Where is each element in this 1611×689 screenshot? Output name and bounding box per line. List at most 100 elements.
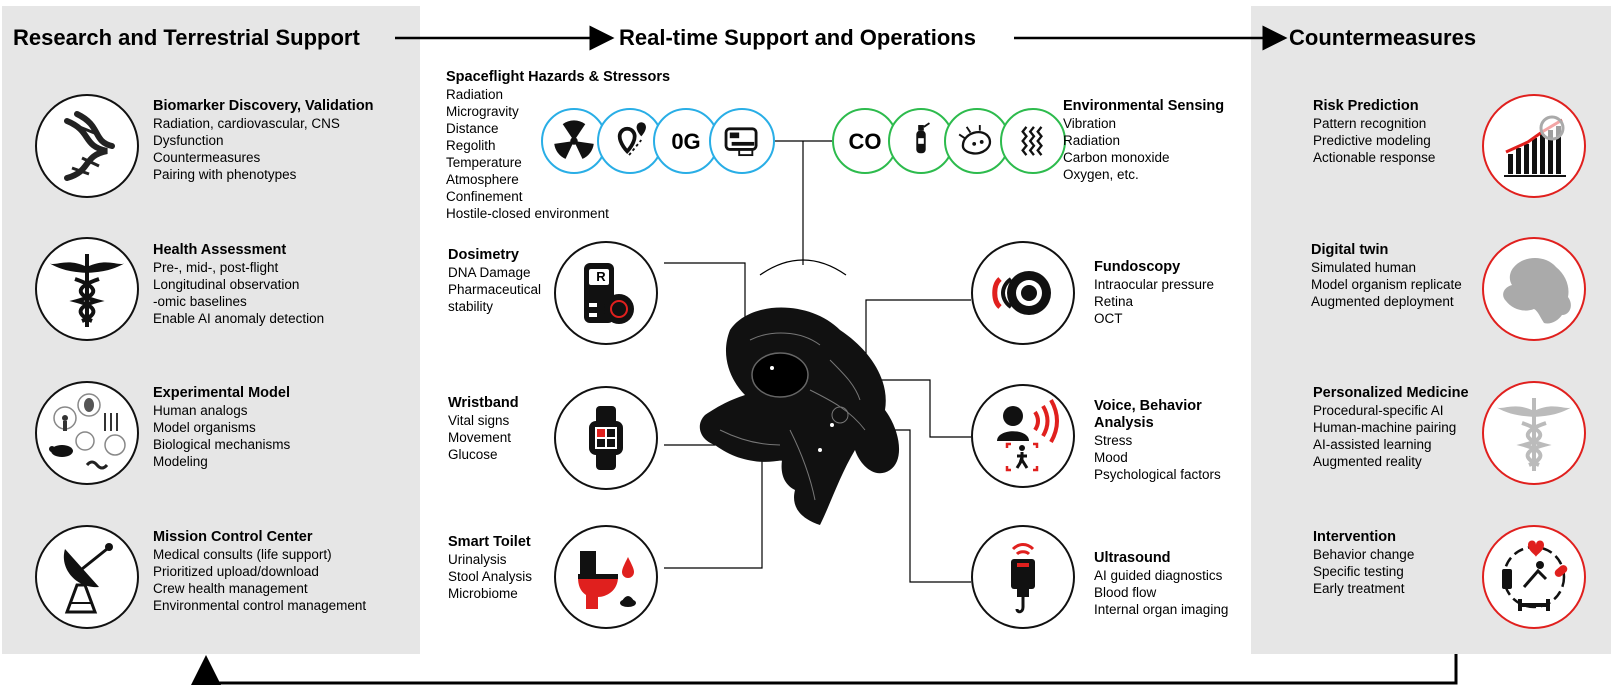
experimental-model-block: Experimental Model Human analogs Model o… xyxy=(153,385,290,470)
health-line-1: Pre-, mid-, post-flight xyxy=(153,260,279,275)
health-line-2: Longitudinal observation xyxy=(153,277,300,292)
eye-icon xyxy=(971,241,1075,345)
hazard-line-4: Regolith xyxy=(446,138,496,153)
fundoscopy-block: Fundoscopy Intraocular pressure Retina O… xyxy=(1094,259,1214,327)
fundoscopy-line-2: Retina xyxy=(1094,294,1134,309)
hazard-line-7: Confinement xyxy=(446,189,523,204)
radiation-icon xyxy=(541,108,607,174)
fundoscopy-line-1: Intraocular pressure xyxy=(1094,277,1215,292)
experimental-model-title: Experimental Model xyxy=(153,385,290,401)
dosimetry-title: Dosimetry xyxy=(448,247,519,263)
voice-behavior-title-2: Analysis xyxy=(1094,415,1154,431)
twin-line-2: Model organism replicate xyxy=(1311,277,1462,292)
biomarker-title: Biomarker Discovery, Validation xyxy=(153,98,374,114)
wristband-line-1: Vital signs xyxy=(448,413,510,428)
toilet-line-3: Microbiome xyxy=(448,586,518,601)
experimental-line-2: Model organisms xyxy=(153,420,256,435)
hazard-line-5: Temperature xyxy=(446,155,522,170)
microgravity-label: 0G xyxy=(671,129,701,154)
biomarker-line-3: Countermeasures xyxy=(153,150,261,165)
header-research: Research and Terrestrial Support xyxy=(13,25,360,50)
ultrasound-title: Ultrasound xyxy=(1094,550,1171,566)
habitat-icon xyxy=(709,108,775,174)
wristband-block: Wristband Vital signs Movement Glucose xyxy=(448,395,519,463)
voice-behavior-title: Voice, Behavior xyxy=(1094,398,1202,414)
health-line-4: Enable AI anomaly detection xyxy=(153,311,325,326)
experimental-line-4: Modeling xyxy=(153,454,208,469)
personalized-line-3: AI-assisted learning xyxy=(1313,437,1432,452)
organisms-icon xyxy=(35,381,139,485)
digital-twin-icon xyxy=(1482,237,1586,341)
caduceus-icon xyxy=(1482,381,1586,485)
experimental-line-1: Human analogs xyxy=(153,403,248,418)
biomarker-line-1: Radiation, cardiovascular, CNS xyxy=(153,116,340,131)
voice-behavior-block: Voice, Behavior Analysis Stress Mood Psy… xyxy=(1094,398,1221,483)
ultrasound-block: Ultrasound AI guided diagnostics Blood f… xyxy=(1094,550,1228,618)
fundoscopy-title: Fundoscopy xyxy=(1094,259,1181,275)
toilet-line-2: Stool Analysis xyxy=(448,569,533,584)
fundoscopy-line-3: OCT xyxy=(1094,311,1123,326)
mission-line-3: Crew health management xyxy=(153,581,308,596)
biomarker-block: Biomarker Discovery, Validation Radiatio… xyxy=(153,98,374,183)
hazard-line-2: Microgravity xyxy=(446,104,519,119)
risk-line-2: Predictive modeling xyxy=(1313,133,1431,148)
env-line-4: Oxygen, etc. xyxy=(1063,167,1139,182)
twin-line-3: Augmented deployment xyxy=(1311,294,1454,309)
intervention-line-3: Early treatment xyxy=(1313,581,1405,596)
vibration-icon xyxy=(1000,108,1066,174)
smart-toilet-title: Smart Toilet xyxy=(448,534,531,550)
env-line-1: Vibration xyxy=(1063,116,1117,131)
header-realtime: Real-time Support and Operations xyxy=(619,25,976,50)
voice-line-3: Psychological factors xyxy=(1094,467,1221,482)
satellite-dish-icon xyxy=(35,525,139,629)
dosimeter-badge: R xyxy=(596,269,606,284)
ultrasound-probe-icon xyxy=(971,525,1075,629)
hazard-line-6: Atmosphere xyxy=(446,172,519,187)
toilet-icon xyxy=(554,525,658,629)
health-assessment-title: Health Assessment xyxy=(153,242,287,258)
biomarker-line-4: Pairing with phenotypes xyxy=(153,167,297,182)
dna-icon xyxy=(35,94,139,198)
mission-line-4: Environmental control management xyxy=(153,598,367,613)
feedback-arrow xyxy=(191,654,1458,685)
risk-prediction-block: Risk Prediction Pattern recognition Pred… xyxy=(1313,98,1435,166)
mission-control-title: Mission Control Center xyxy=(153,529,313,545)
risk-chart-icon xyxy=(1482,94,1586,198)
digital-twin-title: Digital twin xyxy=(1311,242,1389,258)
hazard-line-3: Distance xyxy=(446,121,499,136)
intervention-icon xyxy=(1482,525,1586,629)
mission-line-2: Prioritized upload/download xyxy=(153,564,319,579)
distance-pin-icon xyxy=(597,108,663,174)
hazards-title: Spaceflight Hazards & Stressors xyxy=(446,69,671,85)
dosimetry-line-1: DNA Damage xyxy=(448,265,531,280)
personalized-line-2: Human-machine pairing xyxy=(1313,420,1457,435)
smart-toilet-block: Smart Toilet Urinalysis Stool Analysis M… xyxy=(448,534,532,602)
wristband-icon xyxy=(554,386,658,490)
personalized-line-1: Procedural-specific AI xyxy=(1313,403,1444,418)
wristband-line-2: Movement xyxy=(448,430,512,445)
caduceus-icon xyxy=(35,237,139,341)
ultrasound-line-3: Internal organ imaging xyxy=(1094,602,1229,617)
dosimetry-line-3: stability xyxy=(448,299,494,314)
wristband-title: Wristband xyxy=(448,395,519,411)
microgravity-icon: 0G xyxy=(653,108,719,174)
microbe-icon xyxy=(944,108,1010,174)
voice-line-2: Mood xyxy=(1094,450,1128,465)
intervention-line-2: Specific testing xyxy=(1313,564,1404,579)
dosimetry-block: Dosimetry DNA Damage Pharmaceutical stab… xyxy=(448,247,541,315)
risk-prediction-title: Risk Prediction xyxy=(1313,98,1419,114)
mission-control-block: Mission Control Center Medical consults … xyxy=(153,529,366,614)
risk-line-3: Actionable response xyxy=(1313,150,1436,165)
intervention-line-1: Behavior change xyxy=(1313,547,1415,562)
carbon-monoxide-icon: CO xyxy=(832,108,898,174)
voice-behavior-icon xyxy=(971,384,1075,488)
personalized-medicine-block: Personalized Medicine Procedural-specifi… xyxy=(1313,385,1469,470)
twin-line-1: Simulated human xyxy=(1311,260,1417,275)
astronaut-figure xyxy=(699,307,900,525)
toilet-line-1: Urinalysis xyxy=(448,552,507,567)
env-line-3: Carbon monoxide xyxy=(1063,150,1170,165)
experimental-line-3: Biological mechanisms xyxy=(153,437,291,452)
personalized-medicine-title: Personalized Medicine xyxy=(1313,385,1469,401)
personalized-line-4: Augmented reality xyxy=(1313,454,1422,469)
co-label: CO xyxy=(848,129,882,154)
